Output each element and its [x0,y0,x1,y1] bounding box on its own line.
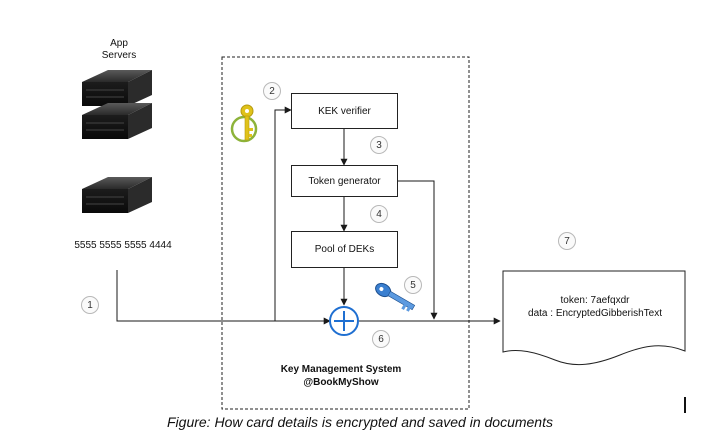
step-marker-7: 7 [558,232,576,250]
card-number-text: 5555 5555 5555 4444 [74,240,172,251]
server-icon [82,70,152,106]
kms-boundary [221,56,470,410]
kms-title-line1: Key Management System [280,364,402,375]
flow-line-to-kek [274,106,292,321]
flow-line-token-output [398,180,438,320]
kek-verifier-box: KEK verifier [291,93,398,129]
kms-title: Key Management System @BookMyShow [236,363,446,389]
yellow-key-icon [230,104,258,143]
document-icon [502,270,686,365]
kms-title-line2: @BookMyShow [303,377,379,388]
app-servers-label: App Servers [101,38,137,61]
figure-caption: Figure: How card details is encrypted an… [167,414,553,430]
document-token-text: token: 7aefqxdr [560,295,630,306]
step-marker-3: 3 [370,136,388,154]
step-marker-6: 6 [372,330,390,348]
server-icon [82,177,152,213]
document-data-text: data : EncryptedGibberishText [528,308,662,319]
step-marker-1: 1 [81,296,99,314]
server-icon [82,103,152,139]
flow-line-input [116,270,331,325]
step-marker-4: 4 [370,205,388,223]
text-cursor [684,397,686,413]
pool-of-deks-box: Pool of DEKs [291,231,398,268]
token-generator-box: Token generator [291,165,398,197]
blue-key-icon [375,282,416,312]
encrypt-combine-icon [329,306,359,336]
step-marker-2: 2 [263,82,281,100]
step-marker-5: 5 [404,276,422,294]
